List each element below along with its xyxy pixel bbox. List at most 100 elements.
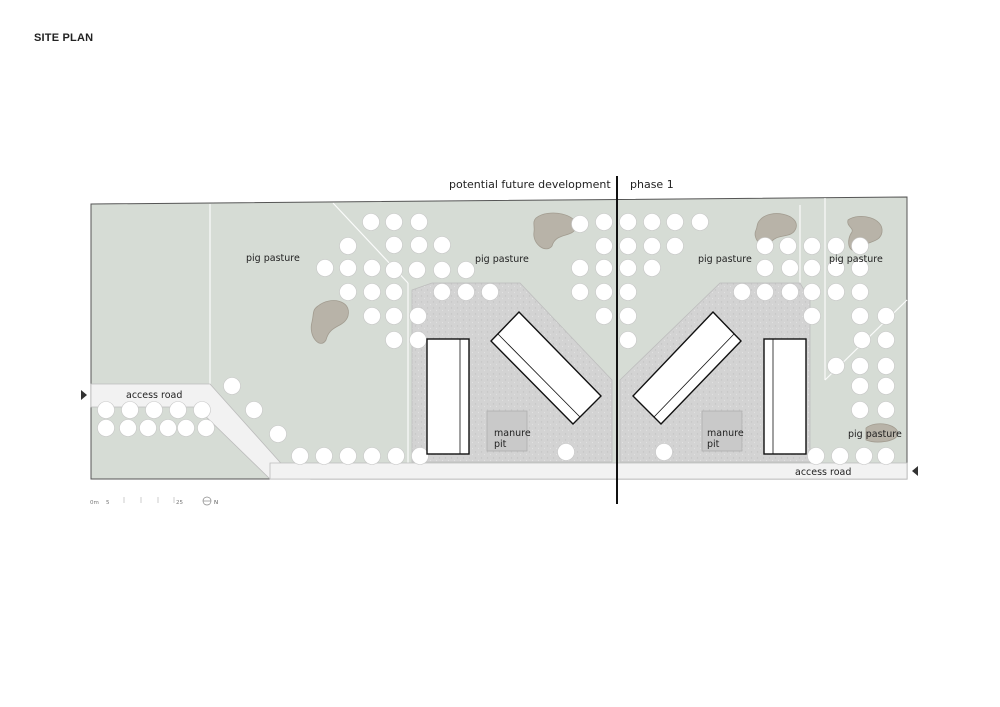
tree [433,283,451,301]
tree [457,283,475,301]
tree [851,307,869,325]
tree [159,419,177,437]
tree [619,307,637,325]
tree [385,331,403,349]
tree [223,377,241,395]
tree [781,283,799,301]
trees [97,213,895,465]
tree [619,237,637,255]
barn-left-vertical [426,338,470,455]
tree [197,419,215,437]
tree [139,419,157,437]
barn-left-diagonal [490,310,602,425]
tree [363,447,381,465]
tree [363,259,381,277]
tree [387,447,405,465]
tree [316,259,334,277]
tree [385,283,403,301]
barns [426,310,807,455]
arrow-left-icon [912,466,918,476]
tree [619,331,637,349]
tree [643,213,661,231]
tree [827,357,845,375]
tree [409,331,427,349]
tree [433,261,451,279]
tree [339,259,357,277]
tree [410,213,428,231]
tree [595,259,613,277]
tree [851,237,869,255]
tree [803,307,821,325]
tree [781,259,799,277]
tree [853,331,871,349]
tree [666,237,684,255]
label-access-road: access road [126,390,182,401]
tree [851,283,869,301]
label-manure-pit: manure [707,428,744,439]
scale-mid-label: 5 [106,500,110,506]
tree [363,307,381,325]
tree [827,259,845,277]
tree [339,447,357,465]
barn-right-vertical [763,338,807,455]
tree [571,215,589,233]
tree [385,261,403,279]
tree [145,401,163,419]
tree [779,237,797,255]
tree [733,283,751,301]
tree [619,283,637,301]
tree [851,377,869,395]
tree [385,236,403,254]
tree [877,357,895,375]
tree [877,447,895,465]
tree [756,283,774,301]
label-manure-pit: manure [494,428,531,439]
tree [433,236,451,254]
tree [877,377,895,395]
tree [339,283,357,301]
tree [97,401,115,419]
scale-start-label: 0m [90,500,99,506]
tree [643,259,661,277]
scale-bar: 0m 5 25 N [90,496,218,506]
tree [877,307,895,325]
header-phase-1: phase 1 [630,178,674,191]
label-manure-pit: pit [707,439,720,450]
label-pig-pasture: pig pasture [829,254,883,265]
tree [409,307,427,325]
label-manure-pit: pit [494,439,507,450]
manure-pit-right [701,410,743,452]
tree [595,307,613,325]
tree [121,401,139,419]
tree [827,283,845,301]
tree [362,213,380,231]
barn-right-diagonal [632,310,742,425]
tree [756,237,774,255]
tree [619,213,637,231]
tree [481,283,499,301]
tree [557,443,575,461]
label-access-road: access road [795,467,851,478]
tree [385,213,403,231]
north-label: N [214,500,218,506]
tree [411,447,429,465]
area-labels: pig pasture pig pasture pig pasture pig … [126,253,902,478]
tree [408,261,426,279]
tree [571,259,589,277]
tree [851,357,869,375]
tree [807,447,825,465]
tree [619,259,637,277]
tree [245,401,263,419]
page-title: SITE PLAN [34,32,94,44]
tree [363,283,381,301]
scale-end-label: 25 [176,500,183,506]
tree [177,419,195,437]
tree [877,401,895,419]
tree [655,443,673,461]
tree [169,401,187,419]
tree [269,425,287,443]
tree [595,283,613,301]
tree [666,213,684,231]
tree [803,259,821,277]
